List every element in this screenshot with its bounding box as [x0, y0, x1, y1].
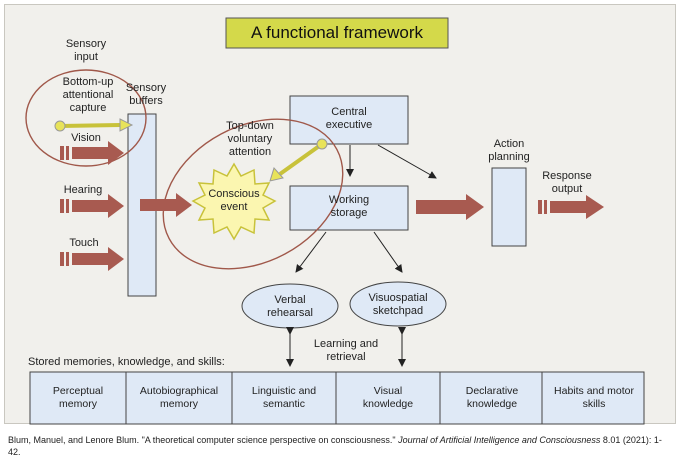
bottom-up-pointer [59, 123, 121, 128]
hearing-arrow [60, 194, 124, 218]
memory-cell-habits: Habits and motor skills [554, 385, 634, 410]
storage-to-action-arrow [416, 194, 484, 220]
diagram-title: A functional framework [251, 23, 423, 42]
memory-cell-linguistic: Linguistic and semantic [251, 385, 317, 410]
action-planning-box [491, 167, 527, 247]
caption-journal: Journal of Artificial Intelligence and C… [398, 435, 601, 445]
touch-arrow [60, 247, 124, 271]
top-down-ring [162, 118, 344, 270]
caption-volume: 8.01 (2021): 1-42. [8, 435, 662, 457]
memory-cell-perceptual: Perceptual memory [52, 385, 104, 410]
sensory-input-label: Sensory input [65, 38, 107, 63]
touch-label: Touch [69, 237, 99, 249]
conscious-event-label: Conscious event [208, 188, 260, 213]
memory-cell-autobiographical: Autobiographical memory [139, 385, 219, 410]
sensory-buffers-label: Sensory buffers [125, 82, 167, 107]
buffers-to-conscious-arrow [140, 193, 192, 217]
top-down-pointer [278, 142, 324, 176]
working-storage-box [289, 185, 409, 231]
title-box [225, 17, 449, 49]
top-down-label: Top-down voluntary attention [226, 120, 274, 158]
figure-caption: Blum, Manuel, and Lenore Blum. "A theore… [8, 434, 672, 458]
caption-authors: Blum, Manuel, and Lenore Blum. "A theore… [8, 435, 399, 445]
bottom-up-ring [25, 69, 147, 167]
hearing-label: Hearing [63, 184, 103, 196]
bottom-up-label: Bottom-up attentional capture [62, 76, 114, 114]
visuospatial-label: Visuospatial sketchpad [368, 292, 428, 317]
stored-memories-label: Stored memories, knowledge, and skills: [28, 356, 225, 368]
action-planning-label: Action planning [488, 138, 530, 163]
response-output-arrow [538, 195, 604, 219]
vision-label: Vision [71, 132, 101, 144]
learning-retrieval-label: Learning and retrieval [313, 338, 379, 363]
vision-arrow [60, 141, 124, 165]
verbal-rehearsal-label: Verbal rehearsal [267, 294, 313, 319]
response-output-label: Response output [542, 170, 592, 195]
visuospatial-ellipse [349, 281, 447, 327]
central-executive-label: Central executive [325, 106, 373, 131]
conscious-event-burst [191, 162, 277, 241]
exec-to-action-arrow [377, 144, 437, 179]
working-storage-label: Working storage [328, 194, 370, 219]
storage-to-visuo-arrow [373, 231, 403, 273]
memory-cell-visual: Visual knowledge [362, 385, 414, 410]
memory-cell-declarative: Declarative knowledge [465, 385, 519, 410]
storage-to-verbal-arrow [295, 231, 327, 273]
central-executive-box [289, 95, 409, 145]
